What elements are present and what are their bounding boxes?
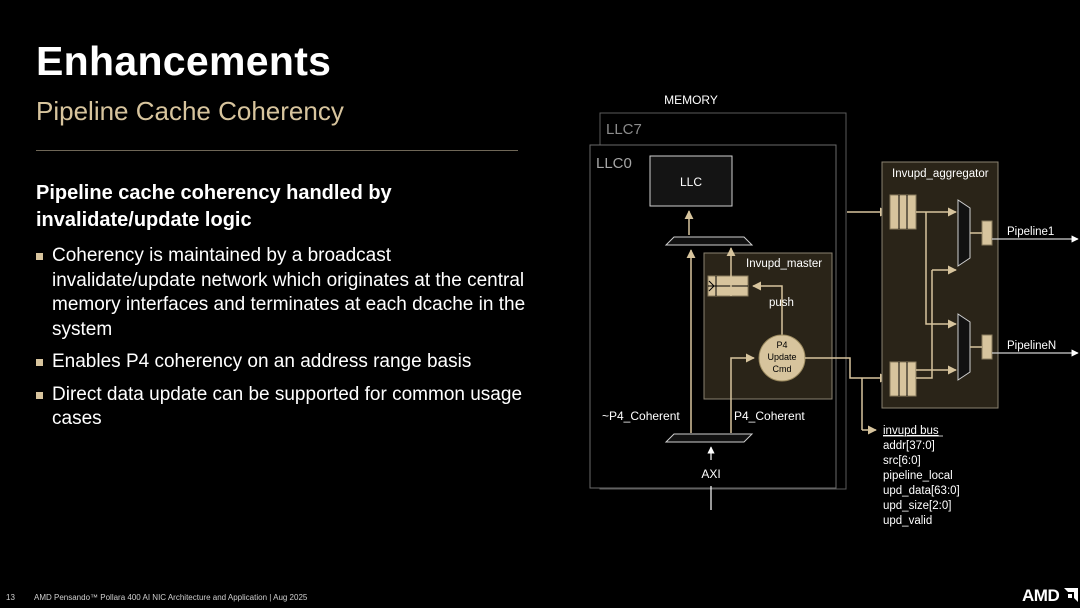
bullet-item: Direct data update can be supported for … [36,383,526,432]
p4-cmd-line: Cmd [772,364,791,374]
square-bullet-icon [36,359,43,366]
title-divider [36,150,518,151]
square-bullet-icon [36,391,43,399]
pipelinen-label: PipelineN [1007,340,1056,352]
bottom-mux [664,433,754,443]
bus-signal: src[6:0] [883,455,921,467]
pipeline1-label: Pipeline1 [1007,226,1054,238]
memory-label: MEMORY [664,93,718,107]
invupd-aggregator-label: Invupd_aggregator [892,168,989,180]
bus-signal: upd_size[2:0] [883,500,951,512]
p4-coherent-label: P4_Coherent [734,409,805,423]
push-arrow [752,281,783,338]
bus-signal: pipeline_local [883,470,953,482]
aggregator-mux-top [957,199,971,267]
aggregator-queue-bottom [889,361,917,397]
aggregator-mux-bottom [957,313,971,381]
axi-label: AXI [701,467,720,481]
top-mux [664,236,754,246]
amd-arrow-icon [1064,588,1079,602]
bus-signal: addr[37:0] [883,440,935,452]
slide-title: Enhancements [36,38,332,84]
cmd-to-aggregator-arrow [805,357,889,383]
amd-logo: AMD [1022,586,1079,606]
bullet-item: Enables P4 coherency on an address range… [36,350,526,375]
not-p4-coherent-label: ~P4_Coherent [602,409,680,423]
llc7-label: LLC7 [606,121,642,138]
bullet-item: Coherency is maintained by a broadcast i… [36,244,526,342]
p4-cmd-line: Update [767,352,796,362]
logo-text: AMD [1022,586,1060,605]
pipeline1-register [981,220,993,246]
invupd-master-box [703,252,833,400]
p4-cmd-line: P4 [776,340,787,350]
push-label: push [769,297,794,309]
pipelinen-register [981,334,993,360]
bus-signal: upd_valid [883,515,932,527]
llc-label: LLC [680,175,702,189]
invupd-master-label: Invupd_master [746,258,822,270]
p4-coherent-path [730,353,755,433]
llc0-label: LLC0 [596,155,632,172]
agg-wire [916,270,933,379]
square-bullet-icon [36,253,43,260]
agg-wire [925,212,957,329]
aggregator-queue-top [889,194,917,230]
slide-subtitle: Pipeline Cache Coherency [36,96,344,126]
bullet-text: Coherency is maintained by a broadcast i… [52,245,526,340]
invupd-bus-title: invupd bus [883,425,939,437]
coherency-diagram: MEMORY LLC7 LLC0 LLC Invupd_master push … [589,93,1079,527]
queue-clock-icon [708,280,715,292]
bus-signal: upd_data[63:0] [883,485,960,497]
footer-text: AMD Pensando™ Pollara 400 AI NIC Archite… [34,593,308,602]
section-heading: Pipeline cache coherency handled by inva… [36,182,392,231]
bullet-text: Enables P4 coherency on an address range… [52,351,472,372]
page-number: 13 [6,593,15,602]
bullet-text: Direct data update can be supported for … [52,383,523,430]
bullet-list: Coherency is maintained by a broadcast i… [36,244,526,440]
llc-block [649,155,733,207]
